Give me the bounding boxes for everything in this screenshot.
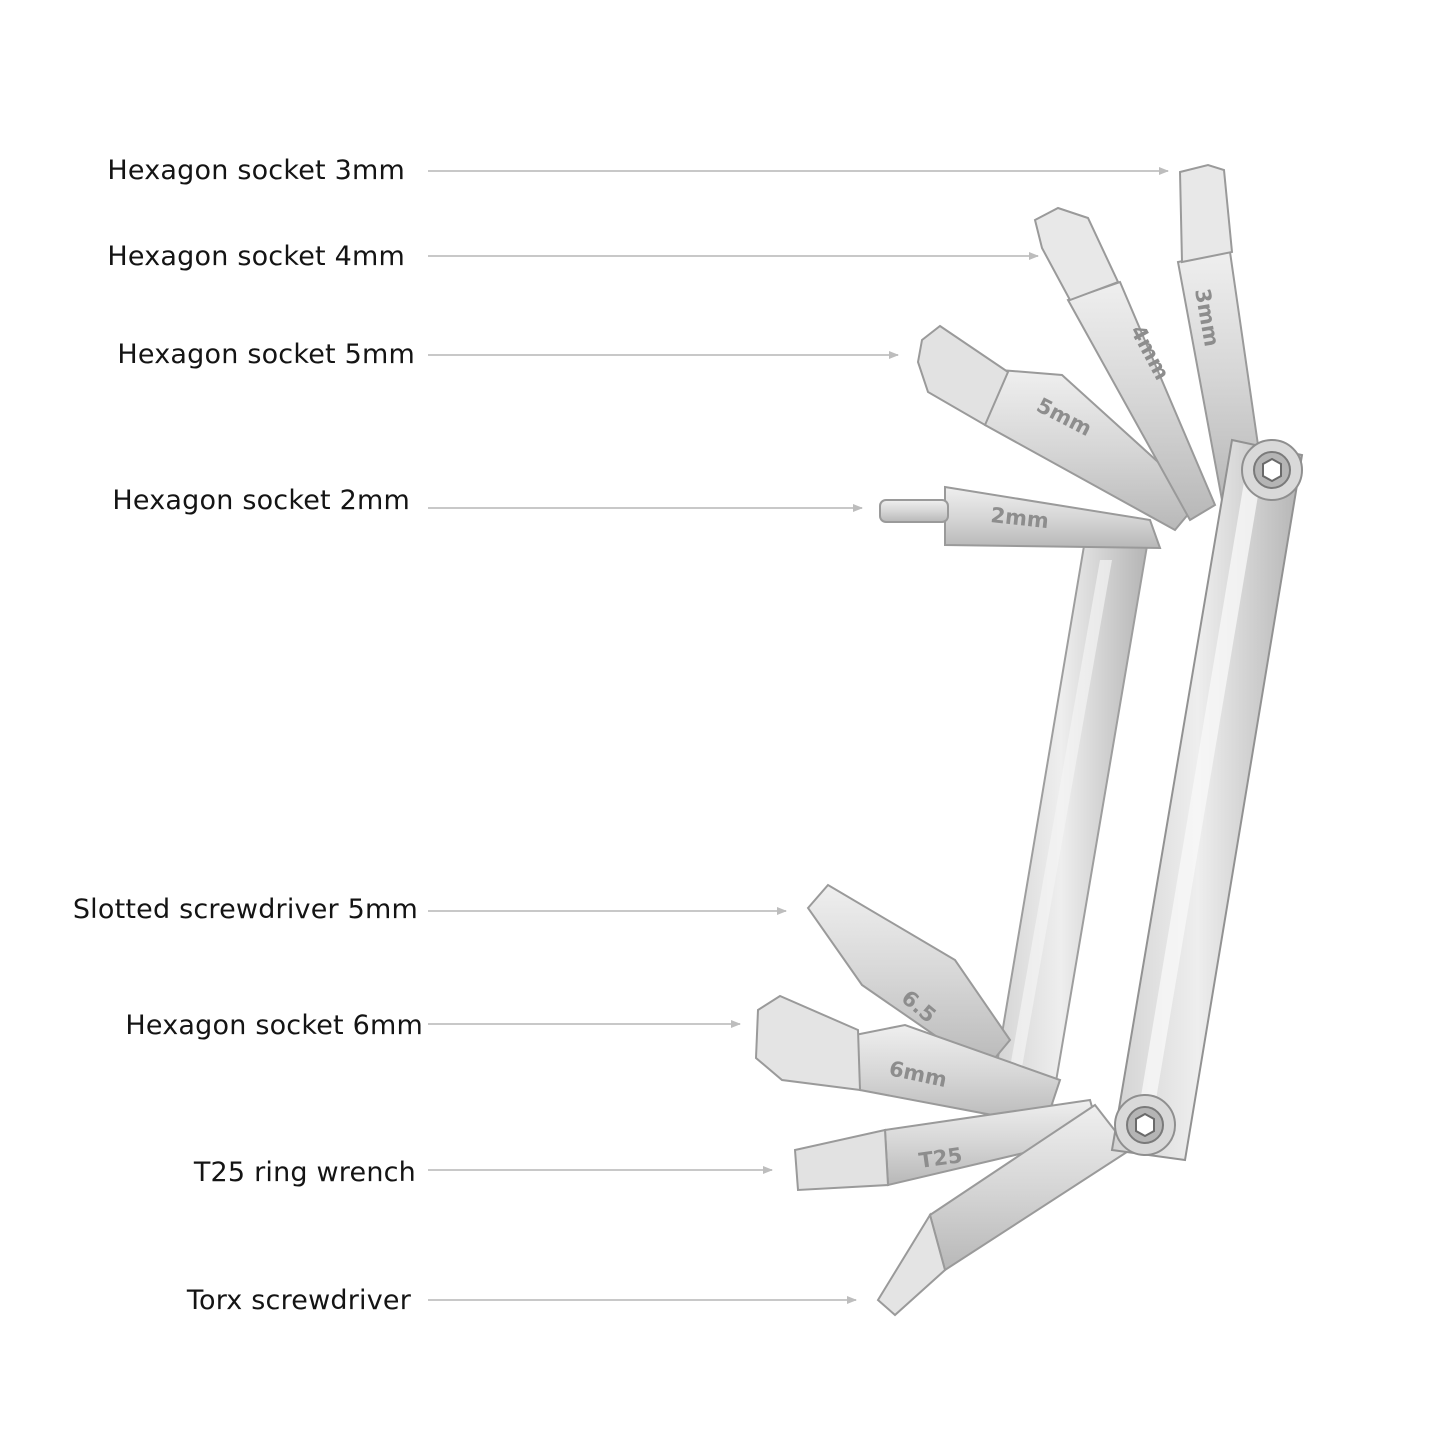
bit-hex-5: 5mm [916, 324, 1202, 532]
lower-pivot-bolt [1114, 1094, 1176, 1156]
upper-bit-fan: 2mm 5mm 4mm 3mm [879, 163, 1260, 550]
callout-label-hex-2: Hexagon socket 2mm [112, 485, 410, 516]
tool-body-inner-plate [988, 539, 1150, 1106]
upper-pivot-bolt [1241, 439, 1303, 501]
callout-label-hex-5: Hexagon socket 5mm [117, 339, 415, 370]
leader-lines [428, 167, 1169, 1304]
callout-label-hex-3: Hexagon socket 3mm [107, 155, 405, 186]
bit-torx [876, 1103, 1132, 1317]
lower-bit-fan: 6.5 6mm T25 [754, 883, 1132, 1317]
bit-t25: T25 [793, 1098, 1102, 1192]
callout-label-hex-6: Hexagon socket 6mm [125, 1010, 423, 1041]
callout-label-t25: T25 ring wrench [193, 1157, 416, 1188]
bit-hex-2: 2mm [879, 485, 1162, 550]
bit-hex-6: 6mm [754, 994, 1062, 1127]
callout-label-slot-5: Slotted screwdriver 5mm [72, 894, 418, 925]
callout-label-torx: Torx screwdriver [186, 1285, 411, 1316]
callout-label-hex-4: Hexagon socket 4mm [107, 241, 405, 272]
bit-hex-3: 3mm [1176, 163, 1260, 503]
